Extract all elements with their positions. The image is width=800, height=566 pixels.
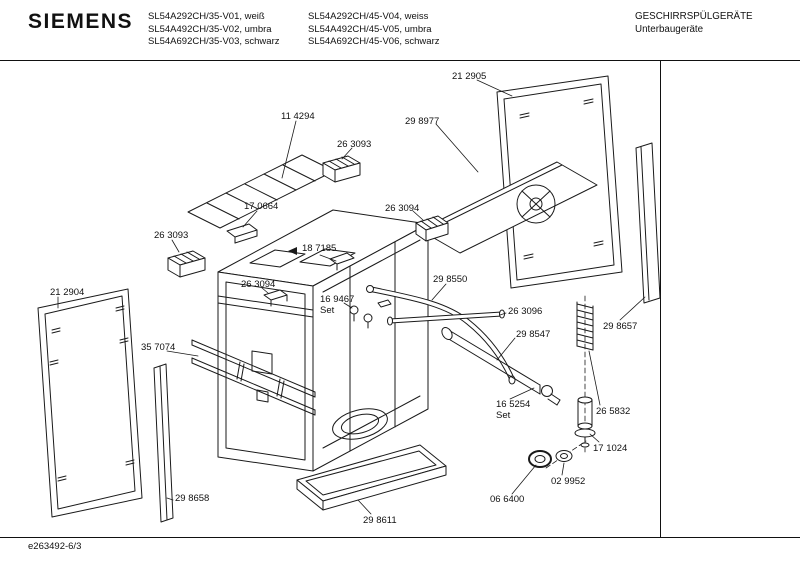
part-label-16-5254: 16 5254 Set: [496, 399, 531, 421]
condenser-detail-drawing: [516, 184, 556, 224]
hose-drawing: [366, 285, 516, 385]
arrow-left-icon: [288, 247, 297, 255]
part-set-note: Set: [320, 304, 335, 316]
model-line: SL54A692CH/35-V03, schwarz: [148, 36, 280, 47]
rails-drawing: [191, 339, 316, 416]
part-label-35-7074: 35 7074: [141, 342, 176, 353]
terminal-block-b-drawing: [167, 250, 206, 278]
left-side-panel-drawing: [37, 288, 143, 518]
model-line: SL54A492CH/35-V02, umbra: [148, 23, 272, 35]
part-label-29-8658: 29 8658: [175, 493, 210, 504]
part-label-26-3094-b: 26 3094: [241, 279, 276, 290]
header-divider: [0, 60, 800, 61]
part-label-26-5832: 26 5832: [596, 406, 631, 417]
terminal-block-c-drawing: [415, 215, 449, 242]
brand-logo: SIEMENS: [28, 10, 134, 33]
model-line: SL54A292CH/45-V04, weiss: [308, 11, 429, 22]
terminal-block-a-drawing: [322, 155, 361, 183]
model-list-col2: SL54A292CH/45-V04, weiss SL54A492CH/45-V…: [308, 11, 440, 49]
part-label-29-8657: 29 8657: [603, 321, 638, 332]
washer-drawing: [555, 450, 573, 462]
part-set-note: Set: [496, 409, 511, 421]
part-label-17-0664: 17 0664: [244, 201, 279, 212]
part-label-26-3093-a: 26 3093: [337, 139, 372, 150]
leader-lines: [57, 79, 646, 515]
top-heat-panel-drawing: [419, 161, 598, 254]
part-label-21-2904: 21 2904: [50, 287, 85, 298]
subcategory-title: Unterbaugeräte: [635, 23, 704, 35]
part-label-29-8547: 29 8547: [516, 329, 551, 340]
document-number: e263492-6/3: [28, 541, 82, 552]
part-label-17-1024: 17 1024: [593, 443, 628, 454]
part-label-26-3096: 26 3096: [508, 306, 543, 317]
part-label-16-9467: 16 9467 Set: [320, 294, 355, 316]
part-label-29-8550: 29 8550: [433, 274, 468, 285]
clip-263094-drawing: [263, 289, 288, 307]
part-label-02-9952: 02 9952: [551, 476, 586, 487]
model-line: SL54A292CH/35-V01, weiß: [148, 11, 265, 22]
part-label-06-6400: 06 6400: [490, 494, 525, 505]
model-line: SL54A492CH/45-V05, umbra: [308, 23, 432, 35]
document-type: GESCHIRRSPÜLGERÄTE Unterbaugeräte: [635, 11, 753, 36]
part-label-18-7185: 18 7185: [302, 243, 337, 254]
insulation-mat-drawing: [187, 154, 335, 229]
part-label-26-3093-b: 26 3093: [154, 230, 189, 241]
assembly-axis-lines: [545, 295, 587, 469]
bracket-170664-drawing: [226, 223, 258, 244]
valve-drawing: [574, 396, 596, 448]
fitting-set-drawing: [349, 299, 392, 329]
model-line: SL54A692CH/45-V06, schwarz: [308, 36, 440, 47]
right-column-divider: [660, 60, 661, 537]
part-label-26-3094-a: 26 3094: [385, 203, 420, 214]
part-label-29-8977: 29 8977: [405, 116, 440, 127]
main-body-drawing: [217, 209, 429, 472]
category-title: GESCHIRRSPÜLGERÄTE: [635, 11, 753, 22]
left-strip-drawing: [153, 363, 174, 523]
footer-divider: [0, 537, 800, 538]
model-list-col1: SL54A292CH/35-V01, weiß SL54A492CH/35-V0…: [148, 11, 280, 49]
part-label-29-8611: 29 8611: [363, 515, 397, 526]
spring-drawing: [576, 301, 594, 351]
right-end-strip-drawing: [635, 142, 661, 304]
grommet-drawing: [528, 450, 552, 468]
part-number: 16 5254: [496, 399, 531, 410]
pipe-assembly-drawing: [441, 326, 561, 406]
part-label-11-4294: 11 4294: [281, 111, 315, 122]
part-number: 16 9467: [320, 294, 355, 305]
base-tray-drawing: [296, 444, 447, 511]
tube-drawing: [387, 309, 505, 326]
part-label-21-2905: 21 2905: [452, 71, 487, 82]
